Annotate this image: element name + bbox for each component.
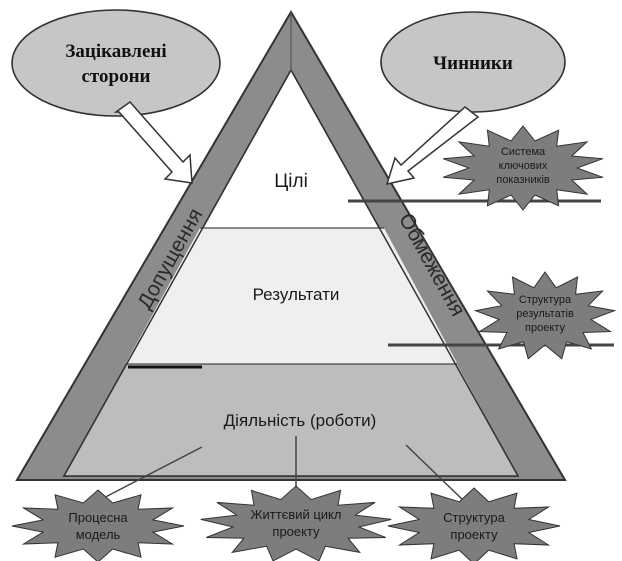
stars-layer bbox=[11, 125, 617, 561]
stakeholders-arrow bbox=[113, 100, 193, 184]
kpi-star-line2: ключових bbox=[499, 160, 548, 172]
activities-label: Діяльність (роботи) bbox=[224, 411, 377, 430]
activities-band bbox=[64, 364, 518, 476]
kpi-star-shape bbox=[442, 125, 604, 211]
results-structure-star-line2: результатів bbox=[516, 308, 574, 320]
life-cycle-star-line2: проекту bbox=[272, 524, 320, 539]
kpi-star-line3: показників bbox=[496, 174, 550, 186]
stakeholders-line1: Зацікавлені bbox=[65, 41, 166, 62]
process-model-star-line1: Процесна bbox=[68, 510, 128, 525]
stakeholders-ellipse bbox=[11, 9, 221, 117]
results-label: Результати bbox=[253, 285, 340, 304]
factors-arrow bbox=[385, 106, 480, 186]
process-model-connector bbox=[89, 446, 203, 506]
pyramid-inner-outline bbox=[62, 68, 520, 477]
project-structure-star-line2: проекту bbox=[450, 527, 498, 542]
results-structure-star-shape bbox=[473, 271, 617, 360]
project-structure-star-line1: Структура bbox=[443, 510, 505, 525]
process-model-star-shape bbox=[11, 489, 185, 561]
process-model-star-line2: модель bbox=[76, 527, 121, 542]
project-structure-star-shape bbox=[387, 487, 561, 561]
stakeholders-line2: сторони bbox=[82, 66, 151, 87]
kpi-star-line1: Система bbox=[501, 146, 546, 158]
life-cycle-star-shape bbox=[200, 485, 392, 561]
factors-ellipse bbox=[380, 11, 566, 113]
results-band bbox=[126, 228, 457, 363]
project-structure-connector bbox=[405, 444, 466, 503]
results-structure-star-line1: Структура bbox=[519, 294, 572, 306]
life-cycle-star-line1: Життєвий цикл bbox=[251, 507, 342, 522]
goals-label: Цілі bbox=[274, 171, 308, 192]
factors-label: Чинники bbox=[433, 53, 513, 74]
results-structure-star-line3: проекту bbox=[525, 322, 565, 334]
